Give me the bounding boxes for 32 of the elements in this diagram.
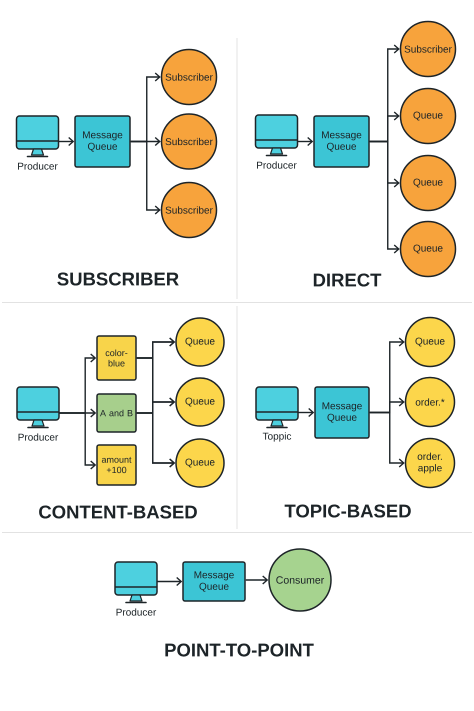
node-label: Producer [18,433,58,441]
node-label: Producer [116,608,156,616]
arrow [58,136,74,146]
panel-title: CONTENT-BASED [39,505,197,519]
monitor-icon [254,114,298,156]
filter-box: color- blue [96,335,137,381]
arrow [136,412,176,468]
monitor-icon [16,386,60,428]
arrow [59,412,96,470]
arrow [157,576,182,586]
monitor-icon [255,386,299,428]
filter-box: A and B [96,393,137,433]
queue-box: Message Queue [314,386,370,439]
filter-box: amount +100 [96,444,137,486]
arrow [298,136,314,146]
panel-title: SUBSCRIBER [57,272,179,286]
node-label: Producer [18,162,58,170]
queue-box: Message Queue [74,115,131,168]
arrow [298,408,314,418]
queue-box: Message Queue [313,115,370,168]
queue-box: Message Queue [182,561,246,602]
monitor-icon [16,115,60,158]
monitor-icon [114,561,158,604]
panel-title: DIRECT [314,273,382,287]
arrow [246,575,268,585]
panel-title: POINT-TO-POINT [165,643,314,657]
arrow [130,140,161,215]
panel-title: TOPIC-BASED [284,504,411,518]
node-label: Toppic [262,432,292,442]
arrow [370,140,400,254]
arrow [370,412,405,468]
node-label: Producer [257,161,297,169]
